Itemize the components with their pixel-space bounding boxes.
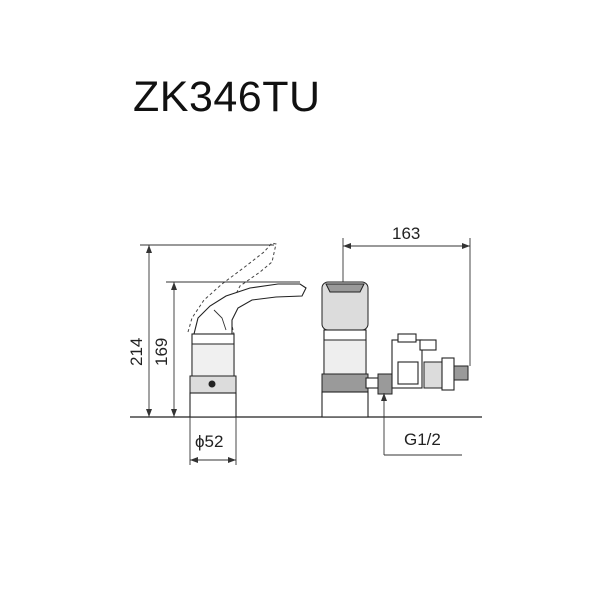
body-height-label: 169 (152, 338, 171, 366)
model-title: ZK346TU (133, 73, 321, 121)
valve-knob (419, 339, 437, 351)
body-height-dimension: 169 (152, 281, 300, 417)
side-base-ring (321, 373, 369, 393)
faucet-front-view (187, 242, 307, 418)
inlet-fitting (377, 373, 393, 395)
faucet-side-view (321, 281, 469, 418)
valve-lower (397, 361, 419, 385)
total-height-label: 214 (127, 338, 146, 366)
outlet-nut (423, 361, 443, 389)
base-screw (208, 380, 216, 388)
lever-handle (193, 283, 307, 335)
body-shade (191, 343, 235, 377)
outlet-tip (453, 365, 469, 381)
total-height-dimension: 214 (127, 244, 274, 417)
lever-raised-outline (187, 242, 277, 335)
base-lower (189, 392, 237, 418)
thread-callout: G1/2 (381, 393, 462, 456)
side-body-shade (323, 339, 367, 375)
thread-label: G1/2 (404, 430, 441, 449)
diameter-dimension: ϕ52 (189, 417, 237, 465)
diameter-label: ϕ52 (195, 432, 223, 451)
handle-top (325, 283, 365, 293)
side-base-lower (321, 391, 369, 418)
depth-dimension: 163 (342, 224, 471, 366)
valve-cap (397, 333, 417, 343)
depth-label: 163 (392, 224, 420, 243)
outlet-connector (441, 357, 455, 391)
lever-detail (213, 309, 227, 331)
